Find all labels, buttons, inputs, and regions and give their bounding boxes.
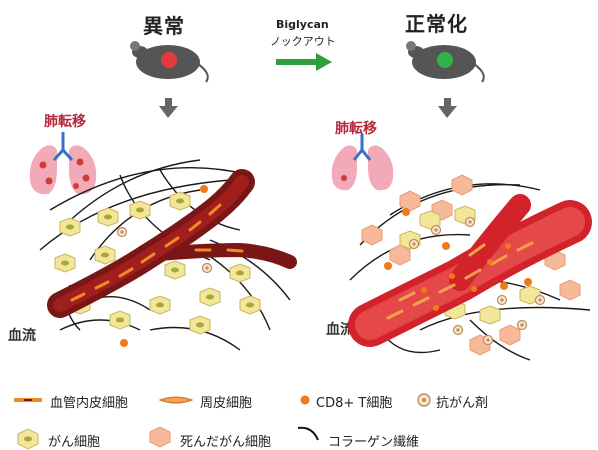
legend-pericyte-icon [160, 397, 192, 403]
left-down-arrow-icon [159, 98, 178, 118]
left-tumor-spot-icon [161, 52, 177, 68]
legend-pericyte-label: 周皮細胞 [200, 392, 252, 411]
legend-collagen-label: コラーゲン繊維 [328, 431, 419, 450]
right-mouse-icon [406, 41, 484, 82]
legend-dead-cancer-label: 死んだがん細胞 [180, 431, 271, 450]
legend-dead-cancer-icon [150, 427, 170, 447]
legend-drug-icon [418, 394, 430, 406]
legend-drug-label: 抗がん剤 [436, 392, 488, 411]
legend-cd8-icon [301, 396, 310, 405]
knockout-arrow-icon [276, 53, 332, 71]
right-tumor-spot-icon [437, 52, 453, 68]
left-mouse-icon [130, 41, 208, 82]
legend-endothelial-label: 血管内皮細胞 [50, 392, 128, 411]
legend-cancer-label: がん細胞 [48, 431, 100, 450]
right-down-arrow-icon [438, 98, 457, 118]
legend-cancer-icon [18, 429, 38, 449]
left-lungs-icon [30, 132, 97, 194]
legend-collagen-icon [298, 428, 318, 440]
legend-cd8-label: CD8+ T細胞 [316, 392, 392, 411]
right-lungs-icon [332, 134, 394, 190]
